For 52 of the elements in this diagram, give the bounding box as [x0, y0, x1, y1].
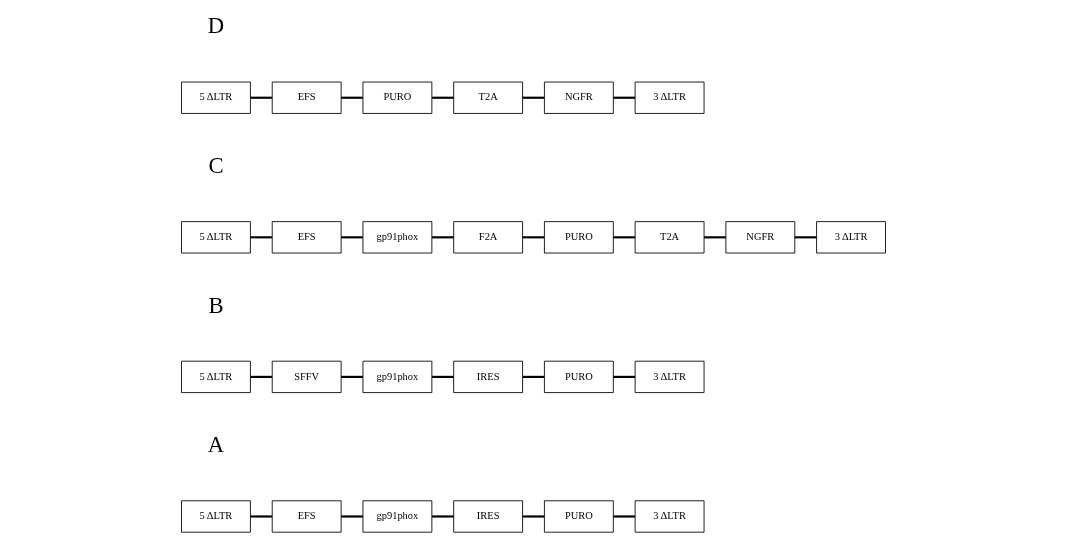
connector — [340, 515, 363, 518]
node-box: PURO — [543, 500, 614, 533]
connector — [612, 375, 635, 378]
connector — [703, 236, 726, 239]
connector — [794, 236, 816, 239]
label: A — [207, 432, 224, 458]
connector — [249, 375, 272, 378]
connector — [340, 96, 363, 99]
node-box: gp91phox — [362, 360, 432, 394]
node-box: 5 ΔLTR — [180, 81, 251, 114]
connector — [522, 375, 544, 378]
node-box: EFS — [271, 221, 342, 254]
connector — [612, 236, 635, 239]
node-box: IRES — [452, 360, 523, 394]
connector — [249, 515, 272, 518]
connector — [249, 96, 272, 99]
node-box: NGFR — [543, 81, 614, 114]
node-box: T2A — [452, 81, 523, 114]
connector — [522, 515, 544, 518]
node-box: EFS — [271, 500, 342, 533]
connector — [522, 96, 544, 99]
node-box: 3 ΔLTR — [634, 360, 704, 394]
node-box: T2A — [634, 221, 704, 254]
connector — [340, 236, 363, 239]
node-box: 3 ΔLTR — [634, 500, 704, 533]
node-box: 3 ΔLTR — [815, 221, 886, 254]
connector — [340, 375, 363, 378]
connector — [249, 236, 272, 239]
connector — [431, 236, 454, 239]
connector — [612, 515, 635, 518]
node-box: PURO — [362, 81, 432, 114]
node-box: IRES — [452, 500, 523, 533]
node-box: gp91phox — [362, 221, 432, 254]
node-box: NGFR — [724, 221, 795, 254]
node-box: PURO — [543, 360, 614, 394]
node-box: EFS — [271, 81, 342, 114]
label: D — [207, 13, 224, 39]
node-box: 5 ΔLTR — [180, 360, 251, 394]
node-box: gp91phox — [362, 500, 432, 533]
node-box: PURO — [543, 221, 614, 254]
connector — [431, 515, 454, 518]
node-box: F2A — [452, 221, 523, 254]
label: B — [207, 292, 224, 318]
node-box: 3 ΔLTR — [634, 81, 704, 114]
node-box: 5 ΔLTR — [180, 500, 251, 533]
node-box: SFFV — [271, 360, 342, 394]
connector — [431, 375, 454, 378]
node-box: 5 ΔLTR — [180, 221, 251, 254]
connector — [612, 96, 635, 99]
connector — [431, 96, 454, 99]
connector — [522, 236, 544, 239]
label: C — [207, 153, 224, 179]
